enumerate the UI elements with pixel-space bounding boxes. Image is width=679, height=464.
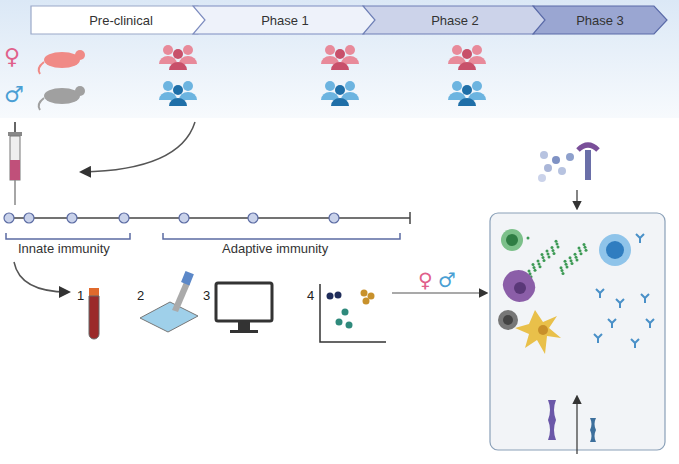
sex-symbol: ♀ — [418, 268, 433, 292]
phase-label: Phase 2 — [431, 13, 479, 28]
sex-symbol: ♀ — [4, 44, 20, 69]
bracket-label: Innate immunity — [18, 241, 110, 256]
phase-chevron: Phase 1 — [192, 5, 378, 35]
sex-symbol: ♂ — [4, 82, 24, 107]
phase-chevron: Pre-clinical — [30, 5, 212, 35]
pipette-plate — [140, 271, 198, 332]
phase-label: Phase 3 — [576, 13, 624, 28]
curve-arrow — [14, 262, 68, 292]
top-band — [0, 0, 679, 118]
phase-label: Pre-clinical — [89, 13, 153, 28]
phase-label: Phase 1 — [261, 13, 309, 28]
syringe — [8, 122, 22, 205]
arrow — [392, 292, 486, 293]
callout-number: 4 — [307, 288, 314, 303]
sex-symbol: ♂ — [438, 268, 456, 292]
chromosomes — [548, 397, 596, 454]
immune-cells — [498, 229, 654, 354]
bracket-label: Adaptive immunity — [222, 241, 328, 256]
callout-number: 1 — [77, 288, 84, 303]
phase-chevron: Phase 3 — [532, 5, 668, 35]
scatter-plot — [320, 284, 386, 342]
people-groups — [159, 45, 486, 106]
curve-arrow — [82, 122, 195, 172]
callout-number: 3 — [203, 288, 210, 303]
phase-chevron: Phase 2 — [362, 5, 548, 35]
blood-tube — [89, 288, 99, 339]
callout-number: 2 — [137, 288, 144, 303]
monitor — [216, 283, 272, 333]
receptor — [538, 145, 598, 208]
mice — [39, 50, 85, 110]
timeline — [4, 212, 410, 239]
